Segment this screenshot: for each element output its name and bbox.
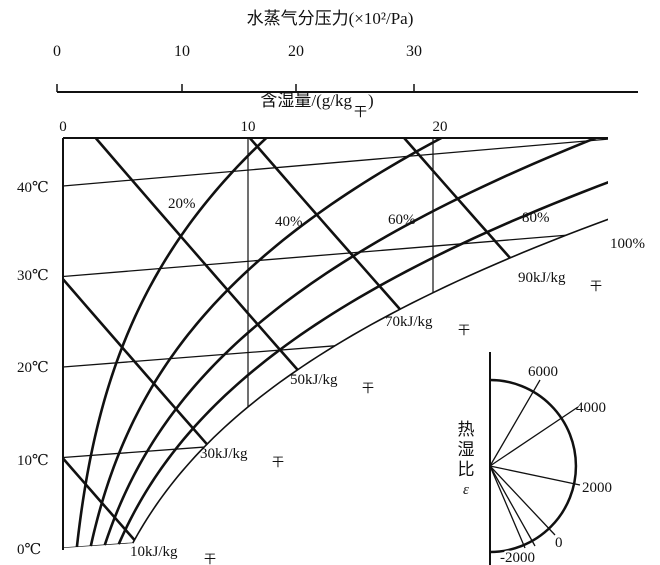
moisture-axis-title-sub: 干: [354, 104, 367, 119]
relative-humidity-curve: [89, 138, 445, 547]
protractor-label: -2000: [500, 550, 535, 565]
relative-humidity-curve: [103, 138, 600, 546]
pressure-tick-label: 30: [406, 43, 422, 60]
svg-text:10kJ/kg: 10kJ/kg: [130, 544, 178, 560]
enthalpy-label: 30kJ/kg 干: [200, 446, 284, 469]
svg-text:30kJ/kg: 30kJ/kg: [200, 446, 248, 462]
rh-label: 80%: [522, 210, 550, 226]
temperature-label: 30℃: [17, 268, 49, 284]
protractor-label: 2000: [582, 480, 612, 496]
protractor-title: 湿: [458, 440, 475, 459]
isotherm-line: [63, 542, 133, 549]
rh-label: 60%: [388, 212, 416, 228]
protractor-label: 0: [555, 535, 563, 551]
isotherm-line: [63, 446, 205, 459]
svg-text:干: 干: [458, 323, 470, 337]
svg-text:90kJ/kg: 90kJ/kg: [518, 270, 566, 286]
pressure-axis-ticks: [56, 84, 415, 92]
isotherm-line: [63, 234, 566, 278]
enthalpy-line: [63, 457, 148, 549]
protractor-label: 6000: [528, 364, 558, 380]
enthalpy-line: [63, 278, 296, 544]
svg-text:50kJ/kg: 50kJ/kg: [290, 372, 338, 388]
enthalpy-label: 50kJ/kg 干: [290, 372, 374, 395]
isotherm-line: [63, 138, 608, 187]
pressure-tick-label: 10: [174, 43, 190, 60]
svg-text:干: 干: [362, 381, 374, 395]
svg-text:干: 干: [272, 455, 284, 469]
moisture-tick-label: 10: [241, 119, 256, 135]
svg-text:干: 干: [204, 552, 216, 565]
relative-humidity-curve: [117, 180, 608, 545]
enthalpy-label: 90kJ/kg 干: [518, 270, 602, 293]
enthalpy-label: 10kJ/kg 干: [130, 544, 216, 565]
rh-label: 100%: [610, 236, 645, 252]
svg-text:70kJ/kg: 70kJ/kg: [385, 314, 433, 330]
protractor-title: 热: [458, 420, 475, 439]
rh-label: 20%: [168, 196, 196, 212]
pressure-tick-label: 0: [53, 43, 61, 60]
rh-label: 40%: [275, 214, 303, 230]
heat-moisture-ratio-protractor: [489, 352, 581, 565]
moisture-axis-title-end: ): [368, 91, 374, 110]
svg-text:干: 干: [590, 279, 602, 293]
pressure-axis-title: 水蒸气分压力(×10²/Pa): [247, 9, 414, 28]
protractor-title: 比: [458, 460, 475, 479]
moisture-tick-label: 0: [59, 119, 67, 135]
enthalpy-line: [63, 138, 592, 524]
temperature-label: 0℃: [17, 542, 41, 558]
isotherm-line: [63, 345, 335, 368]
epsilon-symbol: ε: [463, 482, 469, 498]
enthalpy-label: 70kJ/kg 干: [385, 314, 470, 337]
protractor-label: 4000: [576, 400, 606, 416]
relative-humidity-curve: [132, 218, 608, 544]
relative-humidity-curve: [75, 138, 269, 548]
pressure-tick-label: 20: [288, 43, 304, 60]
temperature-label: 40℃: [17, 180, 49, 196]
moisture-tick-label: 20: [433, 119, 448, 135]
moisture-axis-title: 含湿量/(g/kg: [260, 91, 352, 110]
temperature-label: 10℃: [17, 453, 49, 469]
temperature-label: 20℃: [17, 360, 49, 376]
